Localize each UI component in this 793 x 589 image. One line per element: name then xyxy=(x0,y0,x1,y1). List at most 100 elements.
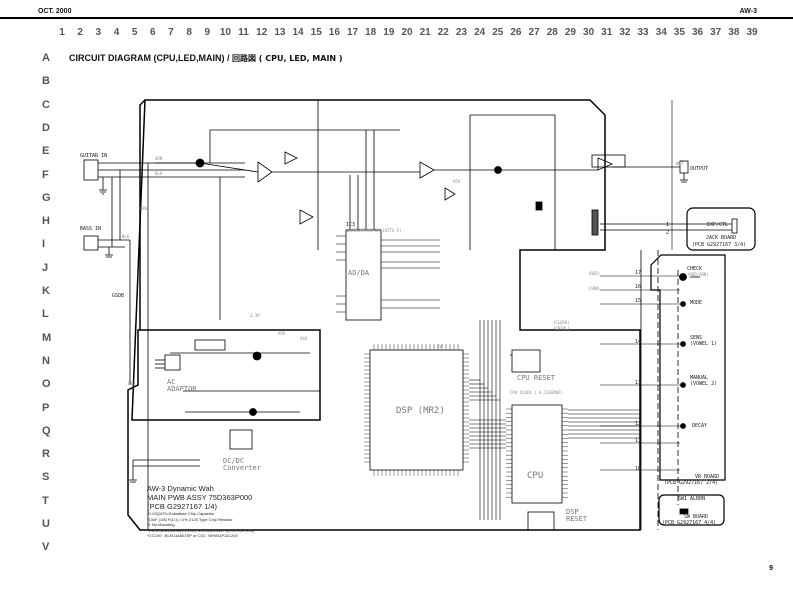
grid-row-A: A xyxy=(42,52,50,64)
grid-column-15: 15 xyxy=(310,27,322,38)
label-a9v: A9V xyxy=(278,331,286,336)
net-red: RED xyxy=(128,381,136,386)
grid-row-U: U xyxy=(42,518,50,530)
label-bass-in: BASS IN xyxy=(80,226,101,232)
grid-column-28: 28 xyxy=(546,27,558,38)
info-line-3: (PCB G2927167 1/4) xyxy=(147,502,218,511)
label-cntrl: (CNTRL) xyxy=(553,326,570,331)
grid-row-G: G xyxy=(42,191,51,204)
pin-17: 17 xyxy=(635,270,641,276)
label-ic3-part: UDA1345TS(U DA1345TS-V) xyxy=(346,228,401,233)
grid-column-18: 18 xyxy=(365,27,377,38)
label-cpu-clock: CPU CLOCK ( 4.1336MHZ) xyxy=(510,390,563,395)
grid-column-23: 23 xyxy=(455,27,468,38)
info-note-4: *2:IC3 UDA1340M(7/2,R12) IC3:UDA1344TS(R… xyxy=(147,527,255,533)
info-note-1: *0.1SQ475=Substitute Chip Capacitor xyxy=(147,511,215,516)
grid-row-C: C xyxy=(42,98,50,111)
grid-column-11: 11 xyxy=(238,27,249,38)
grid-row-T: T xyxy=(42,494,49,507)
exp-ctl-jack xyxy=(731,218,738,234)
grid-row-J: J xyxy=(42,261,49,274)
label-guitar-in: GUITAR IN xyxy=(80,153,107,159)
pin-1: 1 xyxy=(666,222,669,228)
grid-row-S: S xyxy=(42,471,50,484)
net-org: ORG xyxy=(140,206,148,211)
pin-14: 14 xyxy=(635,339,641,345)
net-grn: GRN xyxy=(155,156,163,161)
regulator-block xyxy=(194,339,226,351)
header-model: AW-3 xyxy=(739,8,757,15)
label-ic3: IC3 xyxy=(346,222,355,228)
grid-row-M: M xyxy=(42,331,52,344)
label-manual: MANUAL xyxy=(690,375,708,381)
grid-column-27: 27 xyxy=(528,27,540,38)
grid-column-35: 35 xyxy=(673,27,685,38)
transistor-q2 xyxy=(494,166,502,174)
grid-column-31: 31 xyxy=(601,27,613,38)
info-note-5: *3:C100 : BLM11A601SP or C53 : NFM41P11C… xyxy=(147,533,238,538)
ic3-ad-da xyxy=(345,229,382,321)
grid-column-19: 19 xyxy=(383,27,395,38)
grid-column-36: 36 xyxy=(691,27,704,38)
info-note-2: *10kF (1/8) F(1/1) =1% 2125 Type Chip Re… xyxy=(147,516,233,522)
label-jack-board: JACK BOARD xyxy=(706,235,736,241)
grid-row-I: I xyxy=(42,238,46,251)
grid-column-25: 25 xyxy=(492,27,504,38)
grid-column-38: 38 xyxy=(728,27,740,38)
potentiometer xyxy=(680,382,686,388)
grid-column-9: 9 xyxy=(204,27,211,38)
label-dsp-reset-2: RESET xyxy=(566,515,588,523)
page-title: CIRCUIT DIAGRAM (CPU,LED,MAIN) / 回路図 ( C… xyxy=(69,53,343,64)
opamp-ic1b xyxy=(284,151,298,165)
grid-column-7: 7 xyxy=(168,27,174,38)
label-vr-board-pcb: (PCB G2927167 2/4) xyxy=(664,480,718,486)
grid-column-2: 2 xyxy=(77,27,83,38)
cpu-chip xyxy=(511,404,563,504)
grid-row-L: L xyxy=(42,308,49,321)
potentiometer xyxy=(680,341,686,347)
grid-column-12: 12 xyxy=(256,27,268,38)
coil-l2 xyxy=(249,408,257,416)
grid-row-B: B xyxy=(42,75,50,88)
main-pcb-outline xyxy=(127,99,641,531)
label-mode: MODE xyxy=(690,300,702,306)
net-blu: BLU xyxy=(155,171,163,176)
label-cpu-reset: CPU RESET xyxy=(517,374,556,382)
potentiometer xyxy=(680,423,686,429)
grid-column-20: 20 xyxy=(401,27,413,38)
info-note-3: *1 No Mounting xyxy=(147,522,175,527)
jack-board-outline xyxy=(686,207,756,251)
label-grn: (GRN) xyxy=(588,286,600,291)
label-check: CHECK xyxy=(687,266,702,272)
label-check-sub: (RED/GRN) xyxy=(687,272,709,277)
grid-column-21: 21 xyxy=(419,27,431,38)
label-red: (RED) xyxy=(588,271,600,276)
label-adaptor: ADAPTOR xyxy=(167,385,197,393)
pin-10: 10 xyxy=(635,466,641,472)
label-sw1: SW1 ALBRN xyxy=(678,496,705,502)
grid-column-22: 22 xyxy=(437,27,449,38)
label-v5: 5V xyxy=(437,344,442,349)
pin-13: 13 xyxy=(635,380,641,386)
label-v33: 3.3V xyxy=(250,313,260,318)
sw-board-outline xyxy=(658,494,725,526)
grid-column-16: 16 xyxy=(328,27,340,38)
title-english: CIRCUIT DIAGRAM (CPU,LED,MAIN) / xyxy=(69,53,232,63)
grid-column-33: 33 xyxy=(637,27,649,38)
label-sens-sub: (VOWEL 1) xyxy=(690,341,717,347)
pin-15: 15 xyxy=(635,298,641,304)
label-a4v: A4V xyxy=(300,336,308,341)
label-clock: (CLOCK) xyxy=(553,320,570,325)
check-led xyxy=(679,273,687,281)
grid-column-6: 6 xyxy=(150,27,156,38)
header-rule xyxy=(0,17,793,19)
net-blk: BLK xyxy=(122,234,130,239)
pin-12: 12 xyxy=(635,421,641,427)
pin-16: 16 xyxy=(635,284,641,290)
grid-column-17: 17 xyxy=(346,27,359,38)
label-ac: AC xyxy=(167,378,175,386)
label-dsp-reset-1: DSP xyxy=(566,508,579,516)
ac-adaptor-jack xyxy=(164,354,181,371)
label-exp-ctl: EXP/CTL xyxy=(707,222,728,228)
